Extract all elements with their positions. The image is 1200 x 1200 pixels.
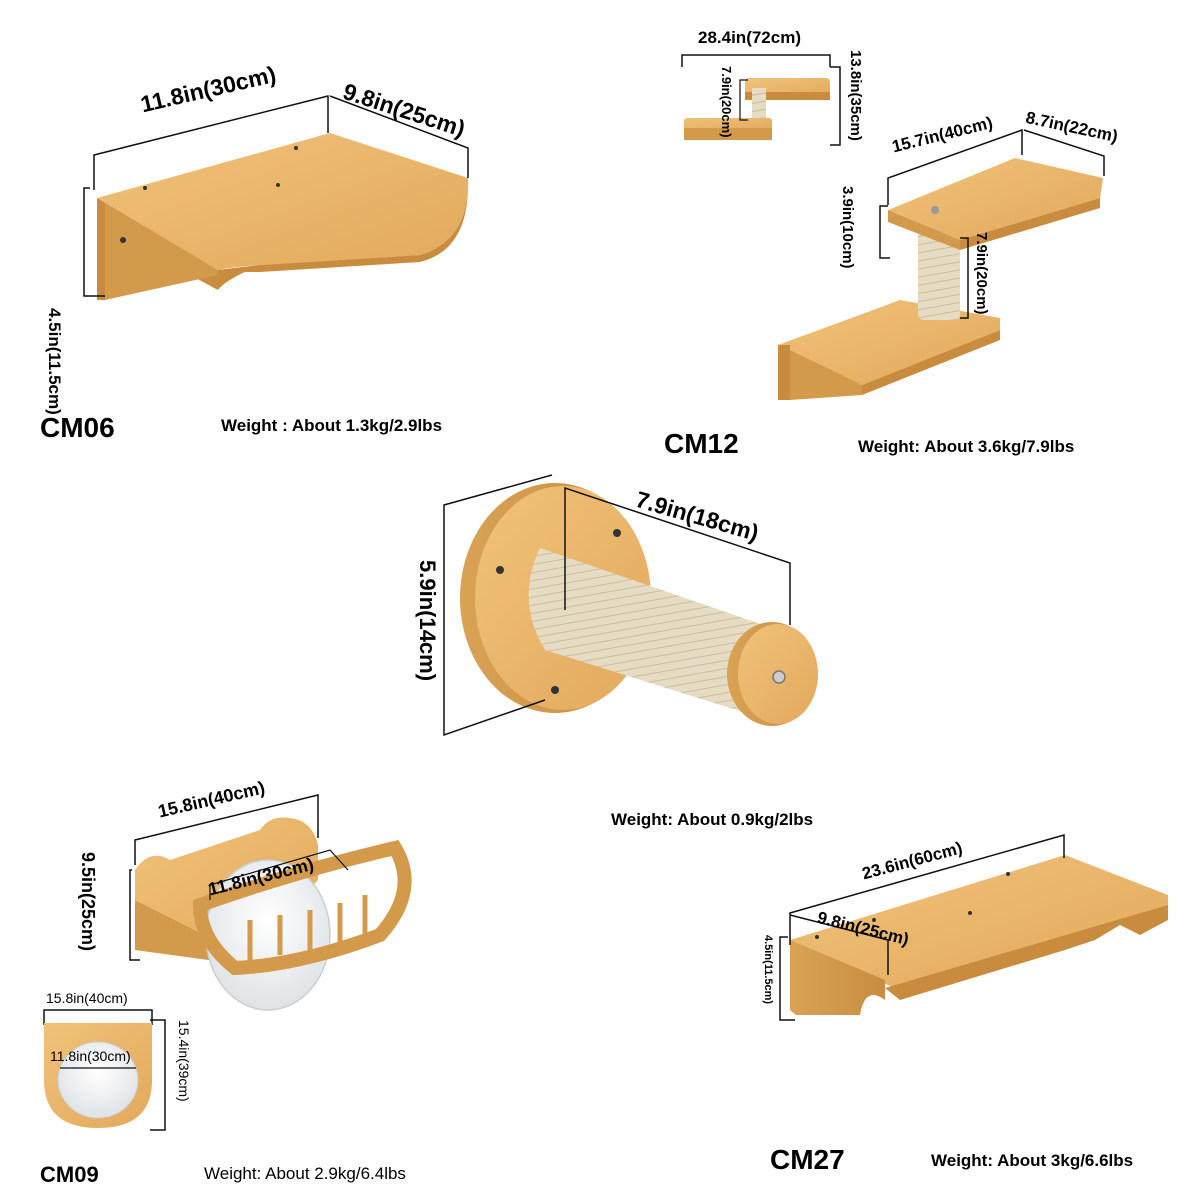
cm27-shelf-image xyxy=(779,834,1168,1021)
cm09-model-label: CM09 xyxy=(40,1162,99,1187)
post-diameter-label: 5.9in(14cm) xyxy=(415,560,440,682)
cm12-overall-height-label: 13.8in(35cm) xyxy=(847,50,864,141)
cm12-bracket-height-label: 3.9in(10cm) xyxy=(839,186,856,269)
post-image xyxy=(443,474,818,737)
cm12-post-height-label: 7.9in(20cm) xyxy=(973,232,990,315)
cm06-height-label: 4.5in(11.5cm) xyxy=(45,308,64,415)
cm12-model-label: CM12 xyxy=(664,428,739,459)
cm09-height-label: 9.5in(25cm) xyxy=(78,852,98,952)
cm12-overview-image xyxy=(681,54,841,146)
cm27-model-label: CM27 xyxy=(770,1144,845,1175)
cm09-weight-label: Weight: About 2.9kg/6.4lbs xyxy=(204,1164,406,1183)
post-weight-label: Weight: About 0.9kg/2lbs xyxy=(611,810,814,829)
cm12-small-post-label: 7.9in(20cm) xyxy=(719,66,734,138)
cm12-main-image xyxy=(778,128,1105,400)
cm09-top-image xyxy=(43,1009,166,1131)
cm27-height-label: 4.5in(11.5cm) xyxy=(762,935,774,1005)
cm09-top-width-label: 15.8in(40cm) xyxy=(46,990,128,1006)
cm06-shelf-image xyxy=(83,95,469,300)
cm09-top-bowl-label: 11.8in(30cm) xyxy=(50,1048,131,1064)
cm09-main-image xyxy=(129,794,412,1011)
cm06-model-label: CM06 xyxy=(40,412,115,443)
cm09-top-depth-label: 15.4in(39cm) xyxy=(176,1020,192,1102)
cm27-weight-label: Weight: About 3kg/6.6lbs xyxy=(931,1151,1134,1170)
cm12-weight-label: Weight: About 3.6kg/7.9lbs xyxy=(858,437,1075,456)
cm06-weight-label: Weight : About 1.3kg/2.9lbs xyxy=(221,416,443,435)
cm12-overall-width-label: 28.4in(72cm) xyxy=(698,28,801,47)
